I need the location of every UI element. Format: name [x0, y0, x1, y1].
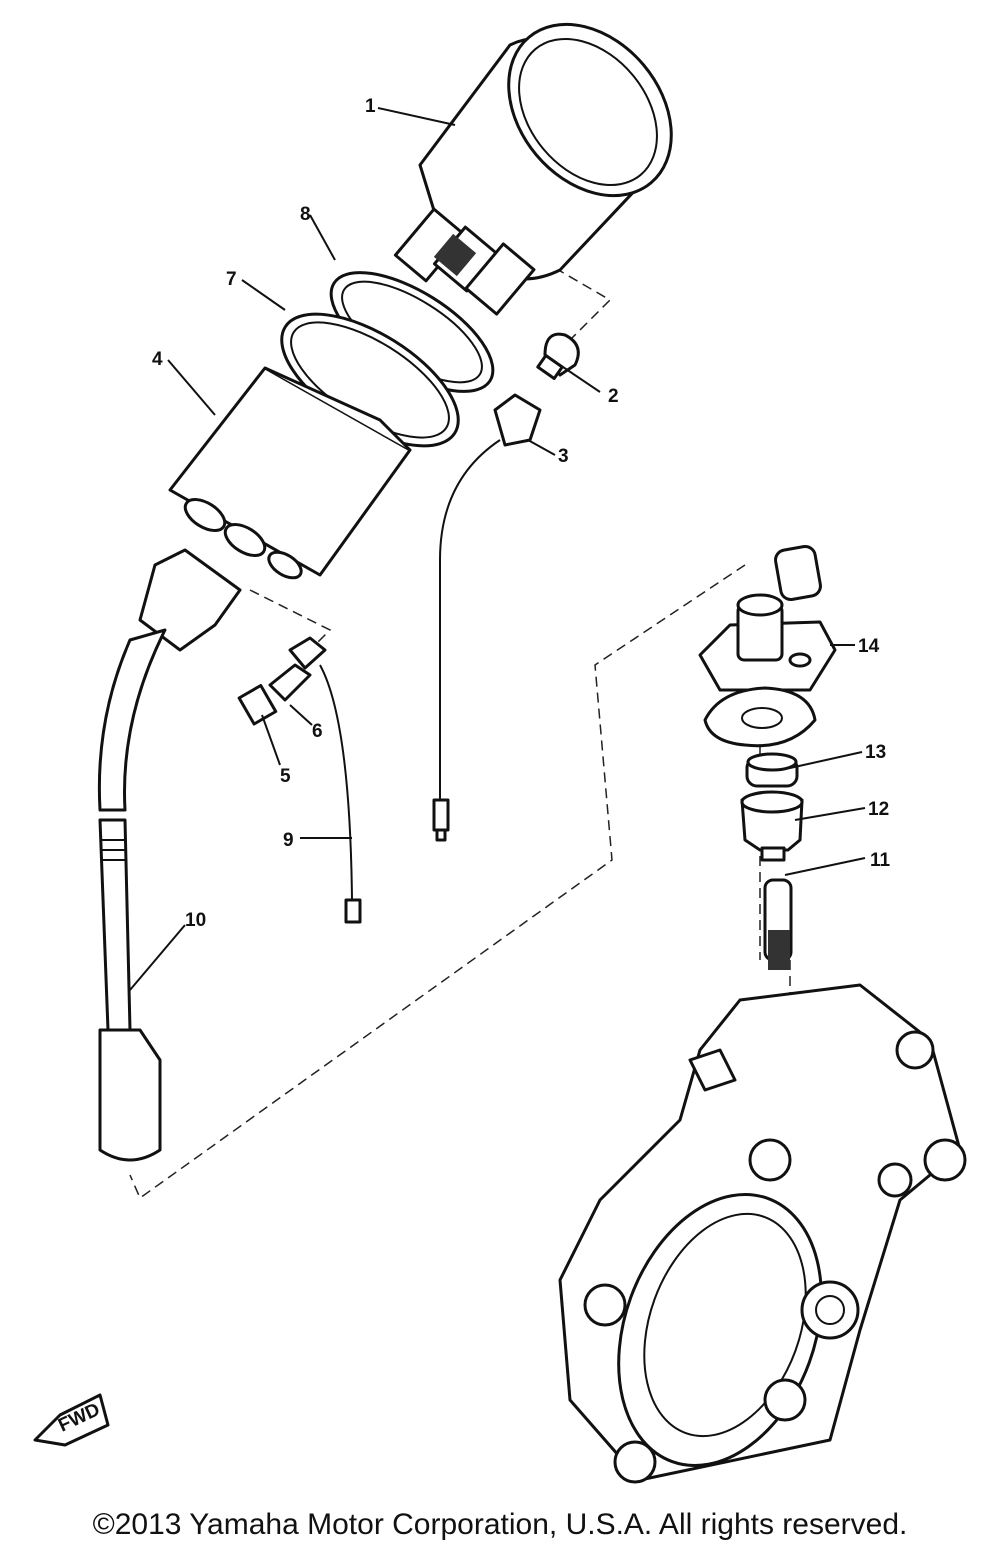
callout-7: 7	[226, 269, 237, 290]
part-14-drive-housing	[698, 544, 837, 748]
callout-8: 8	[300, 204, 311, 225]
callout-10: 10	[185, 910, 206, 931]
callout-11: 11	[870, 850, 891, 871]
part-13-oil-seal	[745, 752, 799, 788]
part-11-drive-gear	[763, 878, 793, 970]
part-1-meter-housing	[393, 22, 673, 316]
crankcase-cover	[558, 983, 967, 1484]
callout-14: 14	[858, 636, 880, 657]
part-3-socket-cord	[432, 393, 542, 842]
callout-4: 4	[152, 349, 163, 370]
part-6-spring	[268, 636, 327, 702]
callout-13: 13	[865, 742, 886, 763]
part-2-bulb	[536, 332, 580, 380]
callout-1: 1	[365, 96, 376, 117]
callout-9: 9	[283, 830, 294, 851]
callout-6: 6	[312, 721, 323, 742]
part-12-bushing	[740, 790, 804, 862]
callout-12: 12	[868, 799, 889, 820]
callout-5: 5	[280, 766, 291, 787]
part-5-nut	[237, 684, 278, 726]
fwd-arrow: FWD	[33, 1393, 110, 1447]
leader-lines	[129, 107, 866, 991]
callout-2: 2	[608, 386, 619, 407]
part-9-wire	[319, 664, 362, 924]
part-4-meter-case	[168, 366, 412, 580]
callout-3: 3	[558, 446, 569, 467]
exploded-parts-diagram: FWD 1 2 3 4 5 6 7 8 9 10 11 12 13 14	[33, 22, 967, 1484]
copyright-notice: ©2013 Yamaha Motor Corporation, U.S.A. A…	[92, 1508, 908, 1541]
callout-numbers: 1 2 3 4 5 6 7 8 9 10 11 12 13 14	[152, 96, 891, 931]
part-10-meter-cable	[97, 548, 242, 1162]
